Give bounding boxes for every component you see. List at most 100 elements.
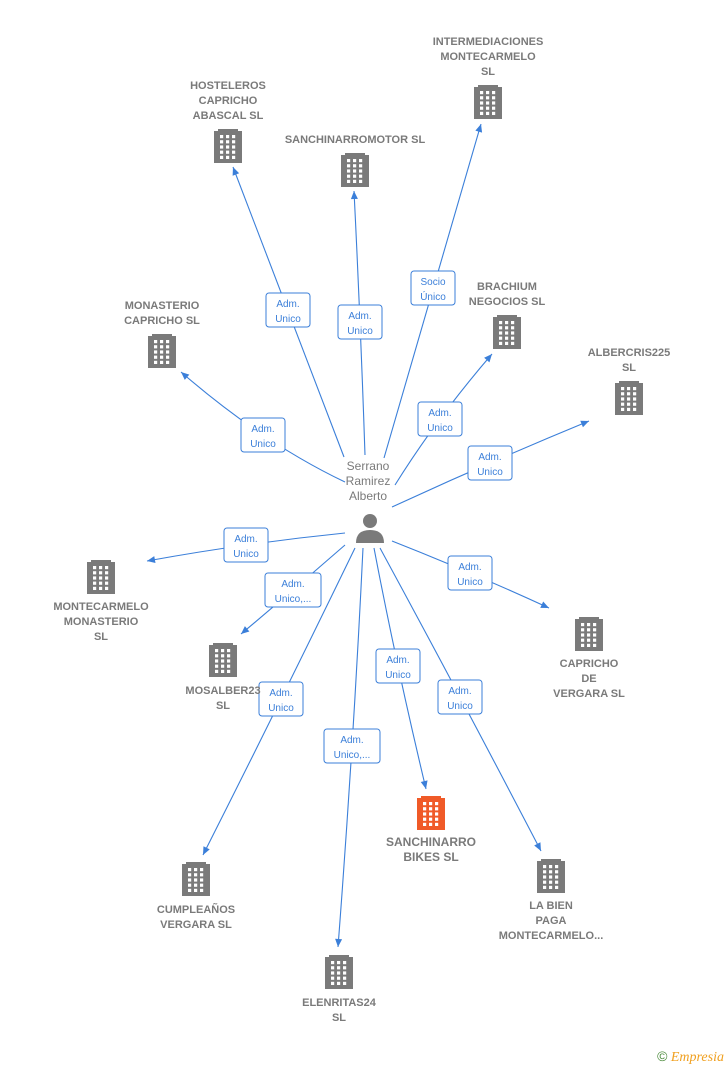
company-name: SL	[622, 362, 636, 374]
company-node-cumpleanos[interactable]: CUMPLEAÑOS VERGARA SL	[157, 862, 235, 931]
edge-label-text: Unico	[268, 703, 294, 714]
building-icon[interactable]	[615, 381, 643, 415]
edge-arrowhead	[420, 780, 428, 789]
edge-arrowhead	[203, 846, 210, 855]
company-name: CAPRICHO	[560, 658, 619, 670]
edge-label-mosalber23[interactable]: Adm. Unico,...	[264, 572, 322, 608]
company-name: NEGOCIOS SL	[469, 296, 546, 308]
edge-label-text: Adm.	[269, 688, 292, 699]
company-name: MONASTERIO	[125, 300, 200, 312]
company-name: BRACHIUM	[477, 281, 537, 293]
building-icon[interactable]	[214, 129, 242, 163]
company-node-la-bien-paga[interactable]: LA BIENPAGAMONTECARMELO...	[499, 859, 604, 942]
edge-label-text: Unico	[385, 670, 411, 681]
edge-label-text: Unico,...	[334, 750, 371, 761]
building-icon[interactable]	[209, 643, 237, 677]
company-node-brachium[interactable]: BRACHIUM NEGOCIOS SL	[469, 281, 546, 349]
company-node-monasterio[interactable]: MONASTERIO CAPRICHO SL	[124, 300, 200, 368]
company-name: CAPRICHO	[199, 95, 258, 107]
company-name: SANCHINARROMOTOR SL	[285, 134, 426, 146]
building-icon[interactable]	[575, 617, 603, 651]
edge-arrowhead	[181, 372, 190, 380]
edge-label-hosteleros[interactable]: Adm. Unico	[265, 292, 311, 328]
edge-label-albercris225[interactable]: Adm.Unico	[467, 445, 513, 481]
edge-label-text: Unico	[347, 326, 373, 337]
edge-label-cumpleanos[interactable]: Adm. Unico	[258, 681, 304, 717]
company-name: SL	[481, 66, 495, 78]
company-name: CUMPLEAÑOS	[157, 903, 235, 916]
copyright-symbol: ©	[657, 1048, 668, 1064]
company-name: MOSALBER23	[185, 685, 260, 697]
edge-label-text: Socio	[420, 277, 445, 288]
edge-label-text: Adm.	[448, 686, 471, 697]
edge-label-sanchinarromotor[interactable]: Adm. Unico	[337, 304, 383, 340]
edge-label-text: Unico,...	[275, 594, 312, 605]
edge-label-text: Adm.	[276, 299, 299, 310]
edge-label-montecarmelo-monasterio[interactable]: Adm. Unico	[223, 527, 269, 563]
edge-label-capricho-vergara[interactable]: Adm. Unico	[447, 555, 493, 591]
edge-arrowhead	[350, 191, 358, 200]
company-name: MONTECARMELO	[53, 601, 149, 613]
edge-label-elenritas24[interactable]: Adm.Unico,...	[323, 728, 381, 764]
building-icon[interactable]	[325, 955, 353, 989]
edge-label-text: Adm.	[386, 655, 409, 666]
edge-label-text: Adm.	[234, 534, 257, 545]
edge-label-text: Único	[420, 290, 446, 303]
edge-label-text: Unico	[233, 549, 259, 560]
person-icon	[356, 514, 384, 543]
edge-label-text: Adm.	[428, 408, 451, 419]
company-name: HOSTELEROS	[190, 80, 266, 92]
company-node-montecarmelo-monasterio[interactable]: MONTECARMELO MONASTERIO SL	[53, 560, 149, 643]
edge-label-text: Adm.	[251, 424, 274, 435]
building-icon[interactable]	[341, 153, 369, 187]
company-name: MONASTERIO	[64, 616, 139, 628]
edge-label-brachium[interactable]: Adm.Unico	[417, 401, 463, 437]
edge-label-text: Adm.	[458, 562, 481, 573]
brand-logo[interactable]: Empresia	[670, 1050, 724, 1065]
edge-label-monasterio[interactable]: Adm.Unico	[240, 417, 286, 453]
edge-label-la-bien-paga[interactable]: Adm. Unico	[437, 679, 483, 715]
edge-label-text: Adm.	[281, 579, 304, 590]
company-node-sanchinarromotor[interactable]: SANCHINARROMOTOR SL	[285, 134, 426, 187]
edge-label-sanchinarro-bikes[interactable]: Adm. Unico	[375, 648, 421, 684]
company-name: VERGARA SL	[553, 688, 625, 700]
edge-label-text: Unico	[447, 701, 473, 712]
building-icon[interactable]	[537, 859, 565, 893]
building-icon[interactable]	[87, 560, 115, 594]
edge-arrowhead	[335, 938, 343, 947]
company-name: SL	[94, 631, 108, 643]
edge-label-text: Adm.	[348, 311, 371, 322]
building-icon[interactable]	[493, 315, 521, 349]
building-icon[interactable]	[417, 796, 445, 830]
edge-label-text: Unico	[457, 577, 483, 588]
edge-arrowhead	[232, 167, 240, 176]
building-icon[interactable]	[182, 862, 210, 896]
building-icon[interactable]	[474, 85, 502, 119]
company-name: CAPRICHO SL	[124, 315, 200, 327]
company-name: SANCHINARRO	[386, 835, 476, 849]
person-name: Serrano	[347, 459, 390, 473]
person-name: Ramirez	[346, 474, 391, 488]
company-name: MONTECARMELO	[440, 51, 536, 63]
building-icon[interactable]	[148, 334, 176, 368]
edge-label-text: Unico	[275, 314, 301, 325]
company-name: LA BIEN	[529, 900, 573, 912]
edge-label-text: Adm.	[478, 452, 501, 463]
person-name: Alberto	[349, 489, 387, 503]
edge-arrowhead	[475, 124, 483, 133]
footer-brand: © Empresia	[657, 1048, 724, 1066]
edge-arrowhead	[534, 842, 541, 851]
company-name: SL	[332, 1012, 346, 1024]
edge-arrowhead	[147, 556, 156, 564]
company-name: ELENRITAS24	[302, 997, 377, 1009]
company-name: VERGARA SL	[160, 919, 232, 931]
